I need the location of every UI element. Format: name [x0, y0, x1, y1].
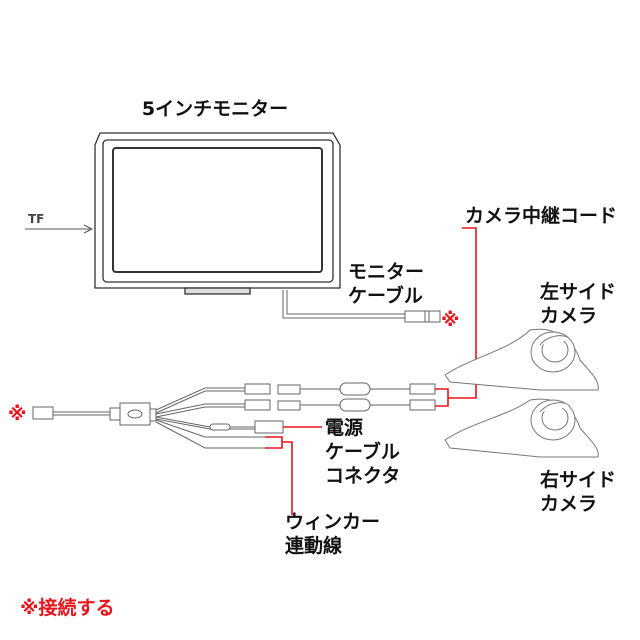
tf-label: TF: [28, 212, 44, 226]
left-camera-label-2: カメラ: [540, 305, 597, 327]
harness: [32, 382, 436, 449]
connect-mark-power: ※: [8, 403, 26, 425]
left-camera-label-1: 左サイド: [540, 280, 616, 303]
blinker-label-1: ウィンカー: [285, 511, 380, 533]
blinker-label-2: 連動線: [285, 534, 342, 557]
leader-lines: [265, 227, 477, 515]
monitor-label: 5インチモニター: [142, 98, 288, 120]
monitor-cable-label-1: モニター: [348, 261, 424, 283]
connect-note: ※接続する: [20, 596, 114, 619]
monitor: [94, 132, 341, 295]
monitor-cable: [282, 290, 441, 323]
left-side-camera: [444, 328, 599, 391]
monitor-cable-label-2: ケーブル: [348, 284, 423, 307]
power-label-3: コネクタ: [325, 465, 400, 487]
relay-cord-label: カメラ中継コード: [465, 204, 617, 227]
power-label-2: ケーブル: [325, 440, 400, 463]
tf-slot-arrow: [25, 224, 94, 234]
power-label-1: 電源: [325, 416, 363, 439]
right-side-camera: [444, 398, 599, 458]
right-camera-label-1: 右サイド: [539, 468, 616, 491]
right-camera-label-2: カメラ: [540, 493, 597, 515]
connect-mark-monitor: ※: [441, 309, 459, 331]
